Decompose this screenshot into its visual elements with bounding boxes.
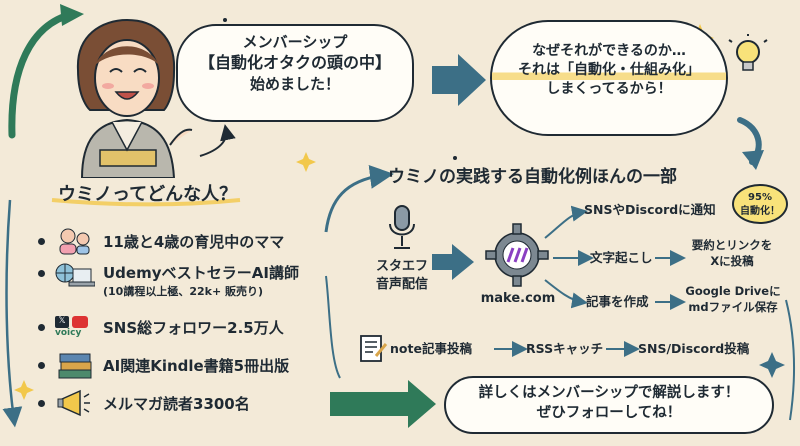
announcement-line-3: 始めました！: [249, 74, 340, 93]
profile-item-instructor: UdemyベストセラーAI講師 (10講程以上極、22k+ 販売り): [38, 262, 299, 299]
note-icon: [360, 335, 388, 362]
social-icons: 𝕏 voicy: [55, 312, 95, 342]
automation-badge: 95% 自動化！: [732, 184, 788, 224]
profile-item-text: AI関連Kindle書籍5冊出版: [103, 356, 290, 375]
cta-bubble: 詳しくはメンバーシップで解説します！ ぜひフォローしてね！: [444, 376, 774, 434]
bullet: [38, 399, 45, 407]
branch-transcribe: 文字起こし: [590, 250, 653, 265]
youtube-icon: [72, 316, 88, 328]
profile-item-parenting: 11歳と4歳の育児中のママ: [38, 226, 284, 256]
rss-step-3: SNS/Discord投稿: [638, 341, 750, 356]
make-gear-icon: [485, 223, 549, 287]
profile-item-subtext: (10講程以上極、22k+ 販売り): [103, 285, 264, 298]
reason-line-1: なぜそれができるのか…: [532, 43, 686, 59]
bullet: [38, 323, 45, 331]
profile-title: ウミノってどんな人？: [58, 184, 238, 205]
cta-line-1: 詳しくはメンバーシップで解説します！: [478, 385, 740, 401]
source-label: スタエフ 音声配信: [375, 259, 428, 292]
cta-line-2: ぜひフォローしてね！: [536, 404, 682, 421]
microphone-icon: [389, 205, 415, 249]
reason-line-2: それは「自動化・仕組み化」: [492, 60, 726, 80]
bullet: [38, 361, 45, 369]
profile-item-text: メルマガ読者3300名: [103, 394, 250, 413]
rss-step-2: RSSキャッチ: [526, 341, 604, 356]
megaphone-icon: [55, 388, 95, 418]
announcement-bubble: メンバーシップ 【自動化オタクの頭の中】 始めました！: [176, 24, 414, 122]
reason-cloud-bubble: なぜそれができるのか… それは「自動化・仕組み化」 しまくってるから！: [490, 20, 728, 136]
rss-step-1: note記事投稿: [390, 341, 472, 356]
books-icon: [55, 350, 95, 380]
profile-item-text: 11歳と4歳の育児中のママ: [103, 232, 285, 251]
family-icon: [55, 226, 95, 256]
profile-item-text: UdemyベストセラーAI講師: [103, 264, 299, 282]
profile-item-newsletter: メルマガ読者3300名: [38, 388, 250, 418]
announcement-line-2: 【自動化オタクの頭の中】: [198, 53, 391, 73]
bullet: [38, 270, 45, 277]
profile-item-text: SNS総フォロワー2.5万人: [103, 318, 284, 337]
reason-line-3: しまくってるから！: [546, 80, 672, 97]
hub-label: make.com: [480, 291, 556, 306]
profile-item-followers: 𝕏 voicy SNS総フォロワー2.5万人: [38, 312, 284, 342]
branch-article-result: Google Driveに mdファイル保存: [685, 284, 781, 314]
announcement-line-1: メンバーシップ: [242, 33, 348, 51]
avatar: [76, 18, 193, 178]
lightbulb-icon: [728, 34, 768, 71]
branch-article: 記事を作成: [586, 294, 649, 309]
branch-notify: SNSやDiscordに通知: [584, 202, 716, 217]
laptop-globe-icon: [55, 262, 95, 292]
bullet: [38, 237, 45, 245]
voicy-icon: voicy: [55, 328, 82, 338]
x-icon: 𝕏: [55, 316, 69, 328]
profile-item-kindle: AI関連Kindle書籍5冊出版: [38, 350, 289, 380]
automation-title: ウミノの実践する自動化例ほんの一部: [388, 167, 677, 187]
branch-transcribe-result: 要約とリンクを Xに投稿: [691, 238, 773, 268]
